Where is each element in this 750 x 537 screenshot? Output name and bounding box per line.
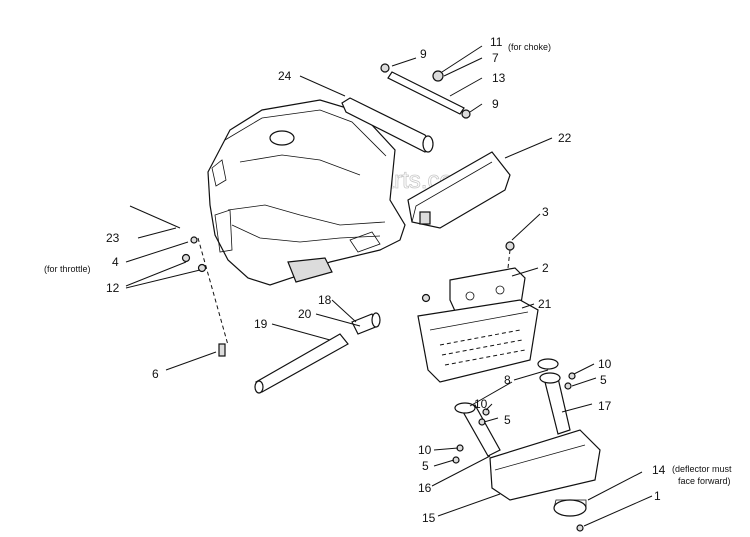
callout-17: 17 (598, 399, 612, 413)
callout-14: 14 (652, 463, 666, 477)
callout-5-low: 5 (422, 459, 429, 473)
heat-shield-part-21 (417, 293, 539, 383)
nut-part-10-mid (482, 408, 490, 416)
exhaust-pipe-part-16 (454, 358, 571, 457)
callout-12: 12 (106, 281, 120, 295)
callout-5: 5 (600, 373, 607, 387)
muffler-part-15 (489, 429, 601, 501)
bolt-part-6 (218, 343, 226, 357)
callout-10-mid: 10 (474, 397, 488, 411)
callout-23: 23 (106, 231, 120, 245)
callout-13: 13 (492, 71, 506, 85)
callout-9: 9 (420, 47, 427, 61)
choke-tube-part-13 (387, 71, 465, 115)
note-for-choke: (for choke) (508, 42, 551, 52)
engine (207, 99, 406, 286)
nut-part-10 (568, 372, 576, 380)
callout-1: 1 (654, 489, 661, 503)
washer-part-5 (564, 382, 572, 390)
screw-part-1 (576, 524, 584, 532)
callout-8: 8 (504, 373, 511, 387)
callout-2: 2 (542, 261, 549, 275)
callout-18: 18 (318, 293, 332, 307)
shield-part-22 (407, 151, 511, 229)
callout-20: 20 (298, 307, 312, 321)
fitting-part-18 (351, 312, 381, 335)
callout-16: 16 (418, 481, 432, 495)
note-deflector-line2: face forward) (678, 476, 731, 486)
callout-5-mid: 5 (504, 413, 511, 427)
callout-22: 22 (558, 131, 572, 145)
nut-part-9 (380, 63, 390, 73)
callout-15: 15 (422, 511, 436, 525)
callout-3: 3 (542, 205, 549, 219)
air-duct-part-24 (341, 97, 434, 153)
callout-4: 4 (112, 255, 119, 269)
callout-7: 7 (492, 51, 499, 65)
callout-10: 10 (598, 357, 612, 371)
callout-6: 6 (152, 367, 159, 381)
cable-part-23 (129, 205, 229, 346)
note-deflector-line1: (deflector must (672, 464, 732, 474)
screw-part-3 (505, 241, 515, 269)
nut-part-7 (432, 70, 444, 82)
nut-part-9-lower (461, 109, 471, 119)
callout-24: 24 (278, 69, 292, 83)
callout-21: 21 (538, 297, 552, 311)
callout-9-lower: 9 (492, 97, 499, 111)
note-for-throttle: (for throttle) (44, 264, 91, 274)
callout-10-low: 10 (418, 443, 432, 457)
callout-19: 19 (254, 317, 268, 331)
deflector-part-14 (553, 499, 587, 517)
leader-lines (125, 45, 653, 527)
callout-labels: 11 (for choke) 9 7 13 9 24 22 3 23 4 (fo… (44, 35, 732, 525)
callout-11: 11 (490, 35, 503, 49)
hose-part-19 (254, 333, 349, 394)
